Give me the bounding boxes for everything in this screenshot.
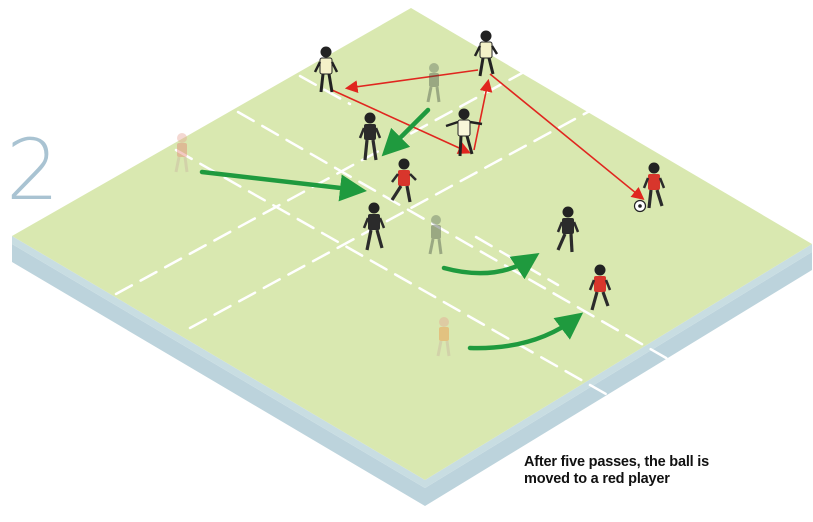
movement-arrow-3	[441, 253, 540, 280]
player-figure-icon	[588, 264, 612, 311]
player-figure-icon	[390, 158, 417, 203]
movement-arrows	[199, 107, 584, 351]
pass-arrow-4	[489, 73, 645, 201]
player-figure-icon	[436, 317, 451, 357]
step-number: 2	[6, 121, 60, 219]
player-figure-icon	[362, 202, 386, 251]
grid-line-short-2	[188, 98, 612, 330]
player-figure-icon	[426, 63, 441, 103]
player-figure-icon	[473, 30, 499, 77]
soccer-ball-icon	[633, 199, 647, 213]
movement-arrow-2	[381, 107, 431, 157]
pass-arrows	[331, 69, 645, 201]
grid-line-long-1	[174, 148, 622, 404]
red-team-players	[390, 158, 666, 311]
pass-arrow-2	[331, 89, 471, 154]
pass-arrow-3	[473, 78, 493, 151]
pass-arrow-1	[344, 69, 479, 94]
player-figure-icon	[428, 215, 443, 255]
grid-line-inner-2	[474, 235, 560, 287]
player-figure-icon	[445, 108, 483, 157]
black-team-players	[358, 112, 580, 253]
diagram-caption: After five passes, the ball is moved to …	[524, 454, 709, 487]
player-figure-icon	[358, 112, 382, 161]
movement-arrow-4	[467, 312, 584, 351]
grid-line-short-1	[114, 64, 537, 296]
player-figure-icon	[313, 46, 339, 93]
pitch-surface	[12, 8, 812, 480]
player-figure-icon	[556, 206, 580, 253]
ghost-players	[174, 63, 451, 357]
grid-line-long-2	[236, 110, 682, 368]
grid-lines	[114, 64, 682, 404]
movement-arrow-1	[199, 169, 367, 202]
grid-line-inner-1	[298, 74, 352, 106]
neutral-players	[313, 30, 499, 157]
player-figure-icon	[642, 162, 666, 209]
player-figure-icon	[174, 133, 189, 173]
